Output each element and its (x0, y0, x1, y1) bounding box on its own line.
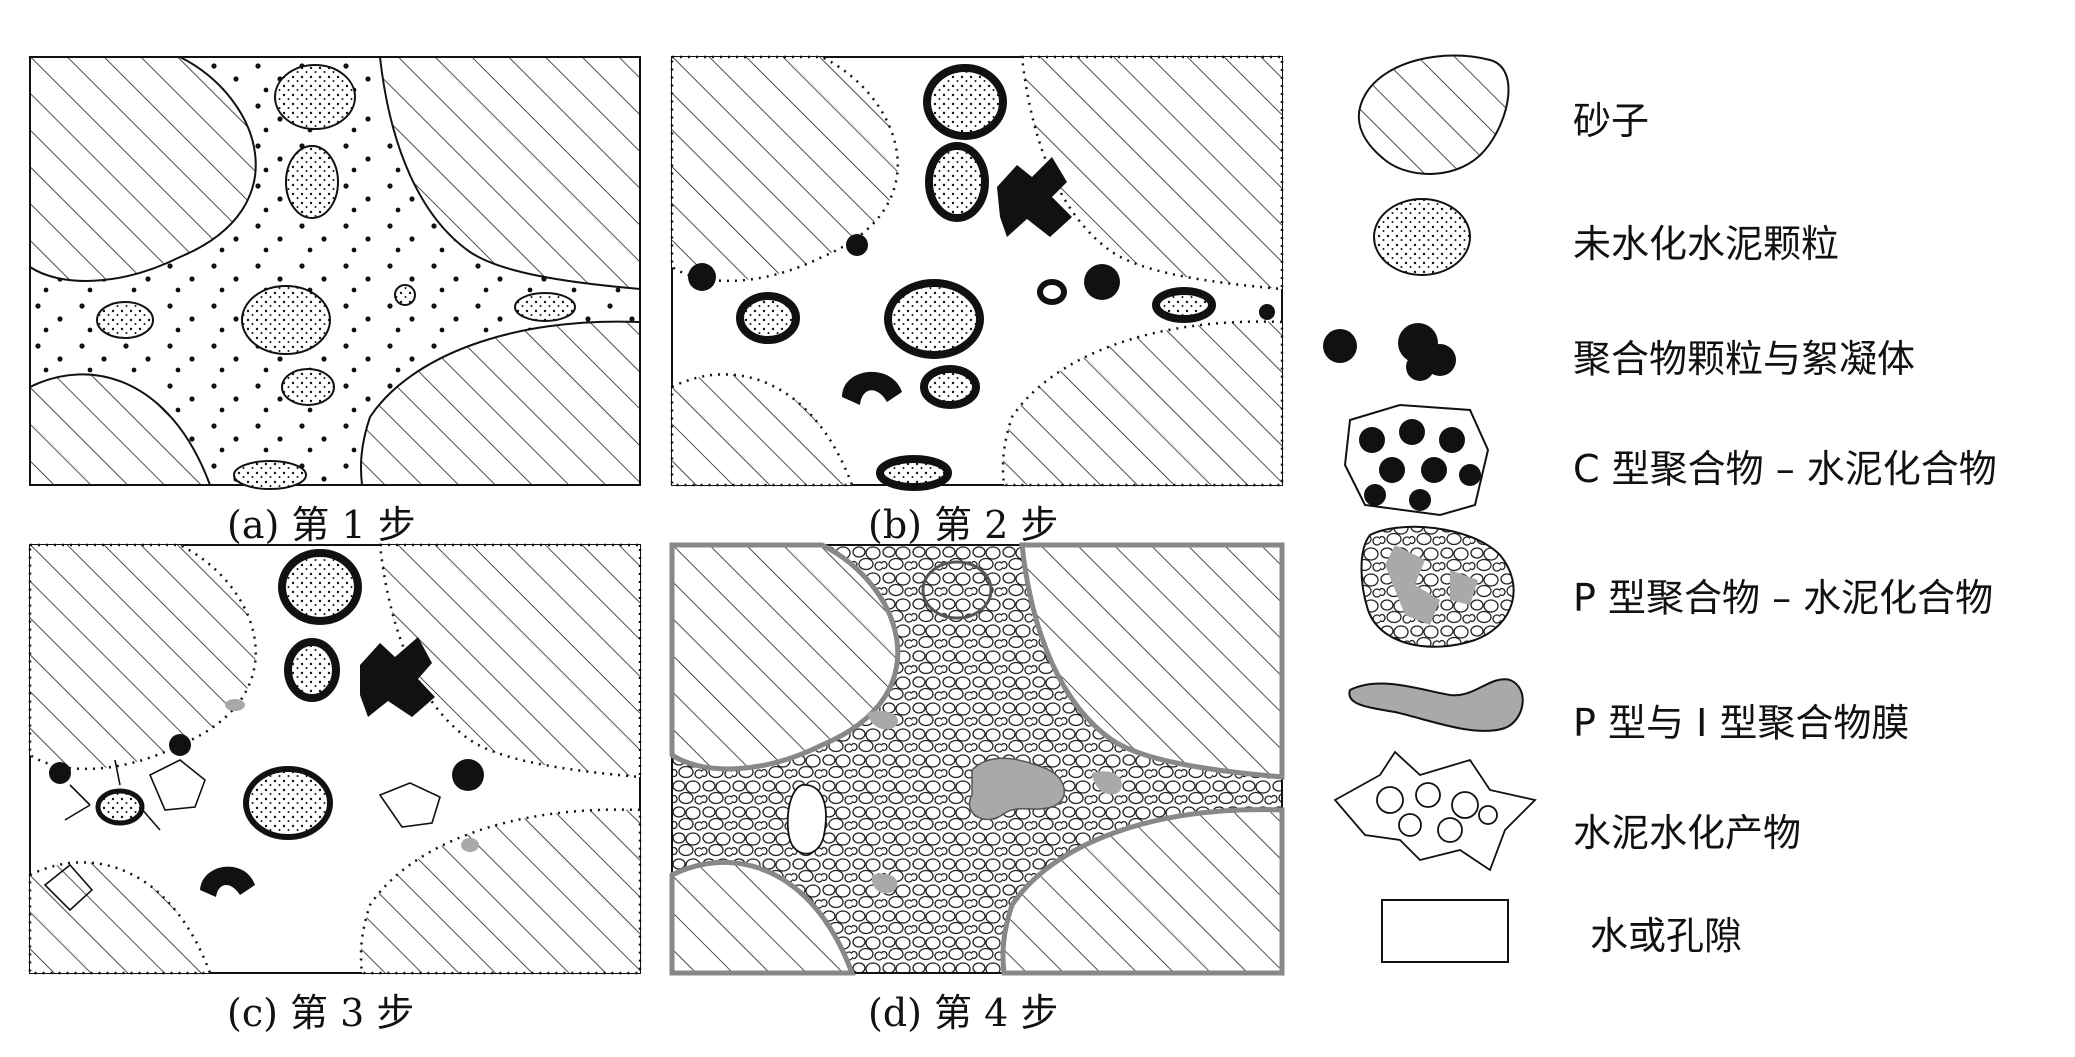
gray-film-icon (1348, 678, 1524, 732)
c-type-compound-icon (1343, 403, 1490, 517)
cement-particle (278, 549, 362, 625)
panel-c (28, 543, 642, 975)
cement-particle (923, 64, 1007, 140)
cement-particle (394, 284, 416, 306)
panel-b (670, 55, 1284, 491)
hatched-blob-icon (1357, 54, 1510, 175)
cement-particle (241, 285, 331, 355)
cement-particle (925, 142, 989, 222)
polymer-film (225, 699, 245, 711)
polymer-film (968, 757, 1066, 821)
encapsulated-particle (921, 560, 993, 620)
cement-particle (243, 766, 333, 840)
sand-grain (1001, 320, 1284, 487)
polymer-floc (360, 637, 435, 717)
cement-particle (884, 279, 984, 359)
cement-particle (281, 368, 335, 406)
sand-grain (378, 543, 642, 779)
cement-particle (514, 292, 576, 322)
white-box-icon (1381, 899, 1509, 963)
polymer-floc (842, 371, 902, 405)
polymer-particle (1037, 279, 1067, 305)
cement-particle (284, 638, 340, 702)
sand-grain (1000, 807, 1285, 976)
polymer-particle (169, 734, 191, 756)
sand-grain (1020, 55, 1284, 291)
cement-particle (876, 455, 952, 491)
legend-label-sand: 砂子 (1573, 99, 1650, 143)
legend (1323, 54, 1537, 963)
polymer-film (871, 873, 898, 894)
legend-label-polymer: 聚合物颗粒与絮凝体 (1573, 337, 1916, 381)
cement-particle (1152, 287, 1216, 323)
caption-c: (c) 第 3 步 (227, 991, 415, 1035)
panel-d (669, 542, 1285, 976)
pore (786, 784, 827, 855)
polymer-particle (846, 234, 868, 256)
dotted-particle-icon (1373, 198, 1471, 276)
p-type-compound-icon (1360, 525, 1515, 648)
caption-a: (a) 第 1 步 (227, 503, 416, 547)
legend-label-p-type: P 型聚合物 – 水泥化合物 (1573, 576, 1994, 620)
polymer-particle (452, 759, 484, 791)
sand-grain (669, 859, 856, 976)
sand-grain (378, 56, 641, 291)
sand-grain (29, 56, 257, 282)
polymer-floc (200, 866, 255, 897)
polymer-film (1092, 771, 1122, 795)
sand-grain (28, 861, 212, 975)
legend-label-c-type: C 型聚合物 – 水泥化合物 (1573, 447, 1997, 491)
legend-label-water: 水或孔隙 (1590, 914, 1743, 958)
polymer-floc (997, 157, 1072, 237)
legend-label-cement: 未水化水泥颗粒 (1573, 222, 1840, 266)
hydration-product-icon (1333, 750, 1537, 872)
cement-particle (736, 292, 800, 344)
legend-label-hydration: 水泥水化产物 (1573, 811, 1802, 855)
sand-grain (669, 542, 901, 772)
polymer-particle (1084, 264, 1120, 300)
hydration-product (43, 759, 441, 912)
sand-grain (670, 373, 854, 487)
cement-particle (95, 788, 145, 826)
polymer-film (867, 710, 898, 730)
polymer-particle (49, 762, 71, 784)
cement-particle (285, 145, 339, 219)
polymer-particle (688, 263, 716, 291)
cement-particle (96, 301, 154, 339)
sand-grain (359, 320, 641, 486)
sand-grain (1019, 542, 1285, 780)
cement-particle (233, 460, 307, 490)
black-particle-icon (1323, 323, 1456, 381)
sand-grain (29, 373, 212, 486)
cement-particle (920, 365, 980, 409)
caption-d: (d) 第 4 步 (868, 991, 1059, 1035)
cement-particle (274, 64, 356, 130)
panel-a (29, 56, 641, 490)
polymer-particle (1259, 304, 1275, 320)
caption-b: (b) 第 2 步 (868, 503, 1059, 547)
legend-label-film: P 型与 I 型聚合物膜 (1573, 701, 1910, 745)
polymer-film (461, 838, 479, 852)
sand-grain (359, 808, 642, 975)
